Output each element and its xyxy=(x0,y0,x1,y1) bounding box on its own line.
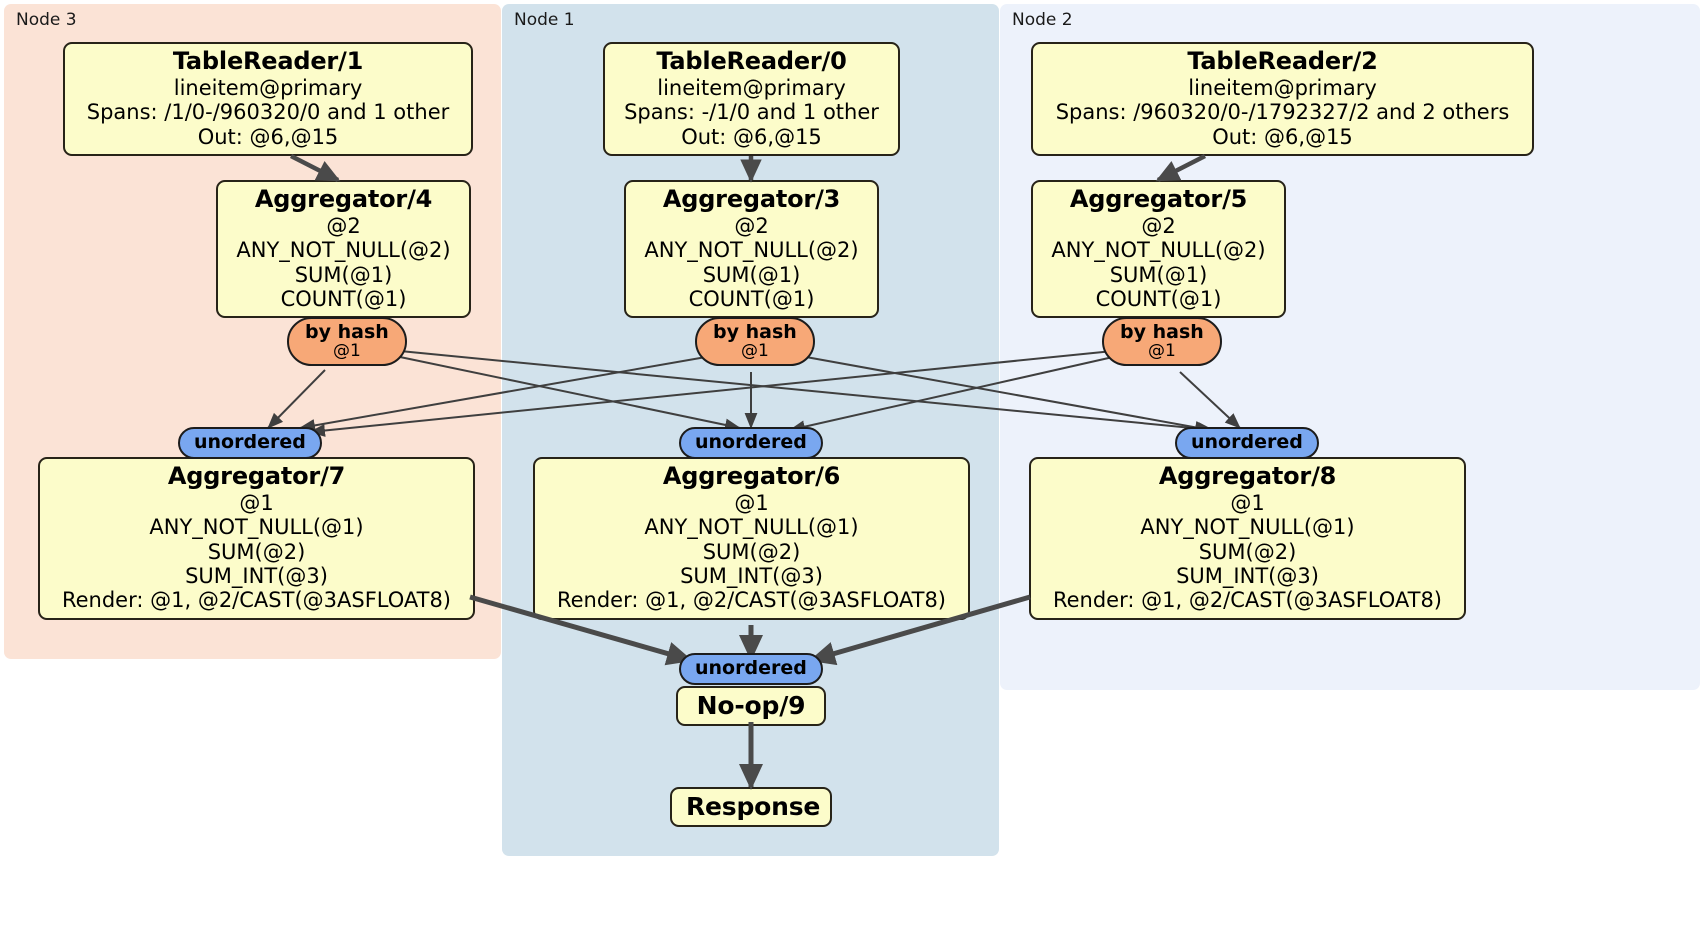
processor-line-3: SUM_INT(@3) xyxy=(185,563,328,588)
badge-by-hash-left[interactable]: by hash @1 xyxy=(287,317,407,366)
processor-title: Aggregator/7 xyxy=(167,462,346,490)
processor-line-3: SUM_INT(@3) xyxy=(1176,563,1319,588)
processor-line-1: Spans: -/1/0 and 1 other xyxy=(624,100,879,125)
processor-line-3: COUNT(@1) xyxy=(688,286,815,311)
badge-line-1: unordered xyxy=(194,431,306,453)
processor-title: Aggregator/6 xyxy=(662,462,841,490)
processor-line-2: SUM(@2) xyxy=(207,539,306,564)
processor-line-2: SUM(@1) xyxy=(702,262,801,287)
badge-by-hash-center[interactable]: by hash @1 xyxy=(695,317,815,366)
processor-title: Response xyxy=(686,792,821,821)
processor-line-2: Out: @6,@15 xyxy=(681,124,822,149)
processor-line-0: @2 xyxy=(326,213,361,238)
processor-title: Aggregator/8 xyxy=(1158,462,1337,490)
node-label-node2: Node 2 xyxy=(1012,10,1073,30)
badge-line-1: unordered xyxy=(695,431,807,453)
processor-line-0: @1 xyxy=(734,490,769,515)
processor-line-3: SUM_INT(@3) xyxy=(680,563,823,588)
processor-line-1: ANY_NOT_NULL(@2) xyxy=(1051,238,1266,263)
processor-line-0: @2 xyxy=(734,213,769,238)
processor-noop-9[interactable]: No-op/9 xyxy=(676,686,826,726)
processor-line-2: SUM(@1) xyxy=(1109,262,1208,287)
processor-line-0: @1 xyxy=(1230,490,1265,515)
badge-line-2: @1 xyxy=(1147,340,1176,361)
processor-title: TableReader/0 xyxy=(656,47,847,75)
processor-line-2: Out: @6,@15 xyxy=(1212,124,1353,149)
badge-unordered-left[interactable]: unordered xyxy=(178,427,322,459)
processor-aggregator-4[interactable]: Aggregator/4 @2 ANY_NOT_NULL(@2) SUM(@1)… xyxy=(216,180,471,319)
processor-title: TableReader/2 xyxy=(1187,47,1378,75)
processor-line-0: lineitem@primary xyxy=(1188,75,1377,100)
processor-aggregator-7[interactable]: Aggregator/7 @1 ANY_NOT_NULL(@1) SUM(@2)… xyxy=(38,457,475,620)
processor-line-1: Spans: /960320/0-/1792327/2 and 2 others xyxy=(1055,100,1510,125)
processor-line-0: @1 xyxy=(239,490,274,515)
badge-unordered-center[interactable]: unordered xyxy=(679,427,823,459)
node-label-node1: Node 1 xyxy=(514,10,575,30)
processor-response[interactable]: Response xyxy=(670,787,832,827)
processor-title: Aggregator/3 xyxy=(662,185,841,213)
processor-aggregator-3[interactable]: Aggregator/3 @2 ANY_NOT_NULL(@2) SUM(@1)… xyxy=(624,180,879,319)
processor-title: No-op/9 xyxy=(696,691,806,720)
processor-line-0: lineitem@primary xyxy=(173,75,363,100)
badge-unordered-final[interactable]: unordered xyxy=(679,653,823,685)
processor-title: Aggregator/5 xyxy=(1069,185,1248,213)
processor-tablereader-2[interactable]: TableReader/2 lineitem@primary Spans: /9… xyxy=(1031,42,1534,156)
processor-aggregator-8[interactable]: Aggregator/8 @1 ANY_NOT_NULL(@1) SUM(@2)… xyxy=(1029,457,1466,620)
badge-line-2: @1 xyxy=(332,340,361,361)
processor-line-1: Spans: /1/0-/960320/0 and 1 other xyxy=(86,100,450,125)
badge-line-2: @1 xyxy=(740,340,769,361)
processor-line-4: Render: @1, @2/CAST(@3ASFLOAT8) xyxy=(556,588,947,613)
badge-line-1: unordered xyxy=(1191,431,1303,453)
processor-line-2: SUM(@2) xyxy=(1198,539,1297,564)
processor-line-1: ANY_NOT_NULL(@2) xyxy=(644,238,859,263)
processor-line-4: Render: @1, @2/CAST(@3ASFLOAT8) xyxy=(1052,588,1443,613)
processor-title: TableReader/1 xyxy=(172,47,364,75)
processor-line-2: SUM(@2) xyxy=(702,539,801,564)
processor-line-1: ANY_NOT_NULL(@2) xyxy=(236,238,451,263)
node-label-node3: Node 3 xyxy=(16,10,77,30)
badge-line-1: by hash xyxy=(1120,321,1204,343)
processor-aggregator-5[interactable]: Aggregator/5 @2 ANY_NOT_NULL(@2) SUM(@1)… xyxy=(1031,180,1286,319)
processor-aggregator-6[interactable]: Aggregator/6 @1 ANY_NOT_NULL(@1) SUM(@2)… xyxy=(533,457,970,620)
processor-line-1: ANY_NOT_NULL(@1) xyxy=(644,515,859,540)
processor-line-4: Render: @1, @2/CAST(@3ASFLOAT8) xyxy=(61,588,452,613)
processor-line-1: ANY_NOT_NULL(@1) xyxy=(149,515,364,540)
processor-title: Aggregator/4 xyxy=(254,185,433,213)
processor-tablereader-1[interactable]: TableReader/1 lineitem@primary Spans: /1… xyxy=(63,42,473,156)
badge-line-1: unordered xyxy=(695,657,807,679)
processor-line-2: Out: @6,@15 xyxy=(197,124,339,149)
processor-tablereader-0[interactable]: TableReader/0 lineitem@primary Spans: -/… xyxy=(603,42,900,156)
processor-line-3: COUNT(@1) xyxy=(1095,286,1222,311)
badge-unordered-right[interactable]: unordered xyxy=(1175,427,1319,459)
processor-line-1: ANY_NOT_NULL(@1) xyxy=(1140,515,1355,540)
processor-line-3: COUNT(@1) xyxy=(280,286,407,311)
processor-line-0: @2 xyxy=(1141,213,1176,238)
processor-line-2: SUM(@1) xyxy=(294,262,393,287)
badge-line-1: by hash xyxy=(305,321,389,343)
processor-line-0: lineitem@primary xyxy=(657,75,846,100)
badge-by-hash-right[interactable]: by hash @1 xyxy=(1102,317,1222,366)
badge-line-1: by hash xyxy=(713,321,797,343)
